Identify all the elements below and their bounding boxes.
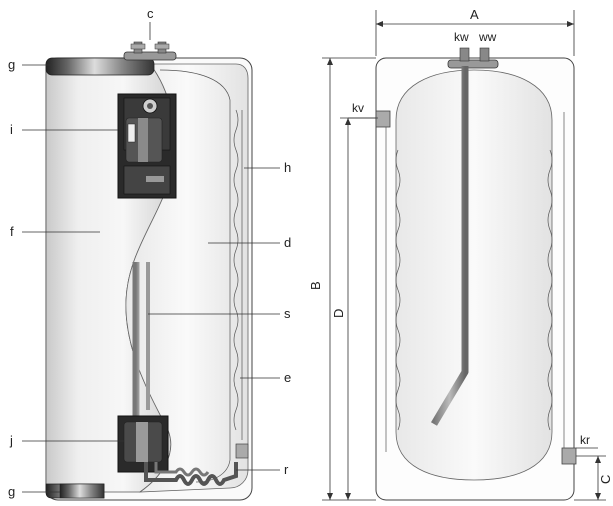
right-wavy-left — [395, 149, 401, 431]
top-flange — [123, 51, 177, 61]
label-r: r — [284, 462, 289, 477]
dimension-lines — [322, 10, 606, 501]
dimension-d: D — [331, 309, 346, 318]
label-g-top: g — [8, 57, 15, 72]
left-labels: c g i h f d s e j r g — [8, 6, 291, 499]
dimension-a: A — [470, 7, 479, 22]
label-i: i — [10, 122, 13, 137]
top-ring — [45, 57, 155, 76]
heating-coil — [144, 462, 238, 486]
connection-cap-right — [154, 43, 170, 50]
cold-water-pipe — [430, 66, 469, 426]
lower-heater-highlight — [136, 422, 148, 462]
label-kr: kr — [580, 433, 590, 447]
dimension-b: B — [308, 281, 323, 290]
brand-plate — [146, 176, 164, 182]
label-kw: kw — [454, 30, 469, 44]
right-inner-tank — [395, 69, 553, 481]
heating-coil-lower — [154, 462, 210, 477]
label-c: c — [147, 6, 154, 21]
label-h: h — [284, 160, 291, 175]
left-view — [45, 41, 253, 501]
wavy-insulation — [233, 109, 239, 431]
label-ww: ww — [478, 30, 497, 44]
right-view — [375, 47, 577, 501]
dimension-c: C — [598, 475, 613, 484]
element-highlight — [138, 118, 148, 162]
left-leaders — [22, 22, 280, 493]
label-f: f — [10, 224, 14, 239]
dial-center — [147, 103, 153, 109]
label-d: d — [284, 235, 291, 250]
bottom-foot — [59, 483, 105, 499]
label-s: s — [284, 306, 291, 321]
right-labels: A kw ww kv kr B D C — [308, 7, 613, 484]
right-connection-ww — [479, 47, 490, 62]
right-connection-kw — [459, 47, 470, 62]
return-connector-left — [235, 443, 249, 459]
label-e: e — [284, 370, 291, 385]
label-kv: kv — [352, 101, 364, 115]
right-wavy-right — [547, 149, 553, 431]
label-j: j — [9, 433, 13, 448]
element-switch — [127, 123, 136, 143]
label-g-bottom: g — [8, 484, 15, 499]
right-top-flange — [447, 59, 499, 69]
connection-cap-left — [130, 43, 146, 50]
connector-kv — [375, 110, 391, 128]
connector-kr — [561, 447, 577, 465]
